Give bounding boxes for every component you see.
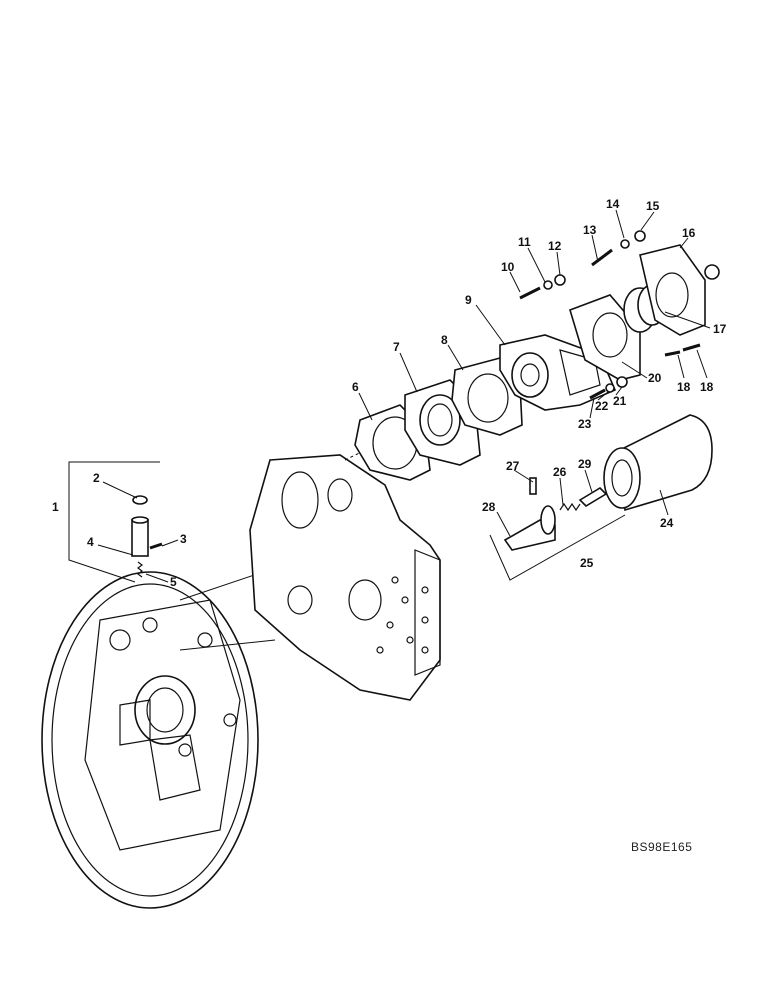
fittings-21-22-23 — [589, 376, 628, 400]
label-26: 26 — [553, 465, 567, 479]
label-14: 14 — [606, 197, 620, 211]
label-21: 21 — [613, 394, 627, 408]
label-5: 5 — [170, 575, 177, 589]
label-7: 7 — [393, 340, 400, 354]
filter-24 — [603, 414, 713, 512]
label-27: 27 — [506, 459, 520, 473]
washer-11 — [543, 280, 553, 290]
label-10: 10 — [501, 260, 515, 274]
cover-16 — [639, 244, 720, 336]
label-1: 1 — [52, 500, 59, 514]
spring-5 — [137, 561, 143, 578]
pin-27 — [529, 477, 537, 495]
pump-housing — [249, 454, 441, 701]
figure-reference-code: BS98E165 — [631, 840, 692, 854]
label-20: 20 — [648, 371, 662, 385]
label-18-right: 18 — [700, 380, 714, 394]
adapter-20 — [569, 294, 641, 381]
label-9: 9 — [465, 293, 472, 307]
label-15: 15 — [646, 199, 660, 213]
label-16: 16 — [682, 226, 696, 240]
label-2: 2 — [93, 471, 100, 485]
shaft-28 — [503, 505, 556, 551]
pin-3 — [149, 542, 163, 550]
nut-15 — [634, 230, 646, 242]
label-17: 17 — [713, 322, 727, 336]
label-22: 22 — [595, 399, 609, 413]
label-18-left: 18 — [677, 380, 691, 394]
seal-rings-17 — [623, 284, 667, 333]
label-12: 12 — [548, 239, 562, 253]
valve-29 — [578, 486, 608, 508]
label-29: 29 — [578, 457, 592, 471]
label-28: 28 — [482, 500, 496, 514]
nut-12 — [554, 274, 566, 286]
washer-14 — [620, 239, 630, 249]
label-11: 11 — [518, 235, 531, 249]
label-25: 25 — [580, 556, 594, 570]
label-23: 23 — [578, 417, 592, 431]
flywheel-housing — [41, 567, 276, 909]
label-13: 13 — [583, 223, 597, 237]
label-8: 8 — [441, 333, 448, 347]
spring-26 — [559, 502, 581, 512]
label-4: 4 — [87, 535, 94, 549]
leader-lines — [68, 209, 711, 583]
bolts-18 — [664, 343, 701, 357]
label-24: 24 — [660, 516, 674, 530]
stud-13 — [591, 248, 613, 267]
stud-10 — [519, 286, 541, 300]
label-3: 3 — [180, 532, 187, 546]
plunger-1 — [131, 516, 149, 557]
label-6: 6 — [352, 380, 359, 394]
